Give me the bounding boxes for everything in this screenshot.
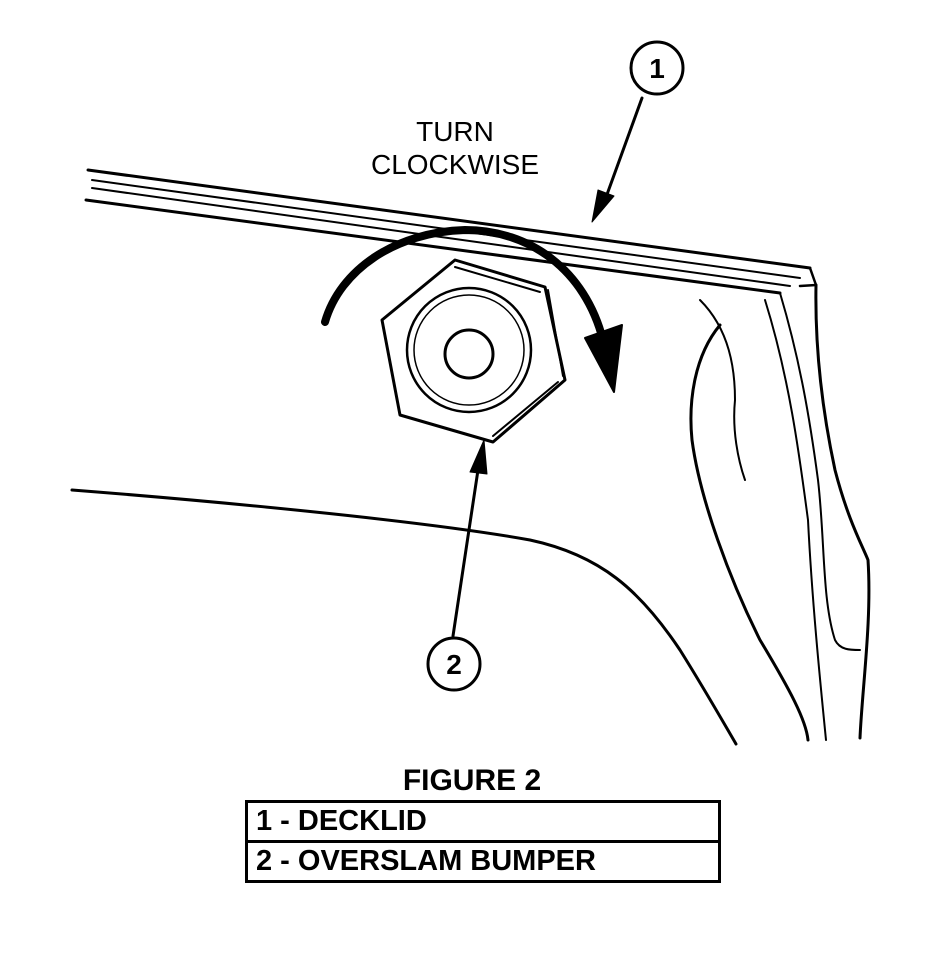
body-panel — [70, 283, 871, 746]
decklid-bumper-illustration: 1 2 TURN CLOCKWISE — [70, 40, 871, 746]
legend-row-decklid: 1 - DECKLID — [256, 805, 427, 837]
annotation-line-1: TURN — [416, 116, 494, 147]
annotation-line-2: CLOCKWISE — [371, 149, 539, 180]
leader-line-1 — [591, 96, 644, 223]
decklid-edge — [84, 168, 818, 295]
callout-2-number: 2 — [446, 649, 462, 680]
leader-line-2 — [451, 439, 488, 638]
figure-title: FIGURE 2 — [402, 764, 542, 797]
legend-row-overslam-bumper: 2 - OVERSLAM BUMPER — [248, 840, 718, 880]
callout-1-circle — [629, 40, 685, 96]
callout-2-circle — [426, 636, 482, 692]
legend-table: 1 - DECKLID 2 - OVERSLAM BUMPER — [245, 800, 721, 883]
callout-1-number: 1 — [649, 53, 665, 84]
overslam-bumper-hex — [380, 258, 567, 444]
clockwise-arrow — [321, 226, 623, 393]
